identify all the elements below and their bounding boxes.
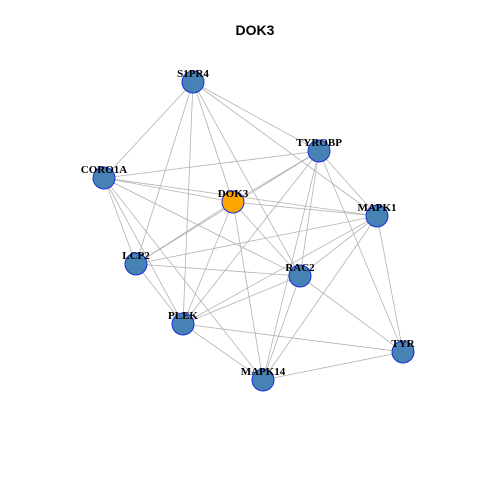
edge-s1pr4-dok3	[192, 81, 234, 203]
edge-dok3-mapk14	[232, 201, 264, 381]
node-label-s1pr4: S1PR4	[177, 68, 209, 80]
edge-mapk1-tyr	[376, 215, 404, 353]
edge-rac2-mapk14	[262, 275, 301, 381]
edge-tyrobp-mapk1	[318, 150, 378, 217]
node-circle-plek	[171, 312, 195, 336]
edge-mapk1-plek	[182, 215, 378, 325]
edge-coro1a-mapk14	[103, 177, 264, 381]
edge-lcp2-plek	[135, 263, 184, 325]
edges-layer	[103, 81, 404, 381]
node-circle-mapk14	[251, 368, 275, 392]
edge-dok3-rac2	[232, 201, 301, 277]
node-label-dok3: DOK3	[218, 188, 249, 200]
edge-tyrobp-tyr	[318, 150, 404, 353]
node-tyrobp: TYROBP	[296, 137, 342, 163]
edge-s1pr4-mapk1	[192, 81, 378, 217]
node-mapk14: MAPK14	[241, 366, 286, 392]
node-label-mapk14: MAPK14	[241, 366, 286, 378]
edge-rac2-tyr	[299, 275, 404, 353]
edge-coro1a-dok3	[103, 177, 234, 203]
edge-s1pr4-lcp2	[135, 81, 194, 265]
edge-s1pr4-rac2	[192, 81, 301, 277]
node-label-rac2: RAC2	[285, 262, 315, 274]
edge-mapk1-lcp2	[135, 215, 378, 265]
edge-lcp2-rac2	[135, 263, 301, 277]
node-label-lcp2: LCP2	[122, 250, 150, 262]
edge-tyrobp-coro1a	[103, 150, 320, 179]
diagram-title: DOK3	[236, 22, 275, 38]
node-circle-tyrobp	[307, 139, 331, 163]
node-circle-tyr	[391, 340, 415, 364]
edge-s1pr4-plek	[182, 81, 194, 325]
edge-mapk1-rac2	[299, 215, 378, 277]
node-lcp2: LCP2	[122, 250, 150, 276]
node-circle-s1pr4	[181, 70, 205, 94]
node-coro1a: CORO1A	[81, 164, 128, 190]
edge-coro1a-lcp2	[103, 177, 137, 265]
node-plek: PLEK	[168, 310, 198, 336]
node-circle-lcp2	[124, 252, 148, 276]
node-rac2: RAC2	[285, 262, 315, 288]
edge-tyrobp-plek	[182, 150, 320, 325]
edge-coro1a-rac2	[103, 177, 301, 277]
node-label-plek: PLEK	[168, 310, 198, 322]
node-tyr: TYR	[391, 338, 416, 364]
edge-dok3-plek	[182, 201, 234, 325]
node-circle-mapk1	[365, 204, 389, 228]
node-label-mapk1: MAPK1	[357, 202, 396, 214]
node-s1pr4: S1PR4	[177, 68, 209, 94]
edge-tyrobp-rac2	[299, 150, 320, 277]
edge-tyr-mapk14	[262, 351, 404, 381]
edge-dok3-mapk1	[232, 201, 378, 217]
edge-mapk1-mapk14	[262, 215, 378, 381]
edge-plek-tyr	[182, 323, 404, 353]
edge-dok3-lcp2	[135, 201, 234, 265]
node-circle-rac2	[288, 264, 312, 288]
node-circle-dok3	[221, 190, 245, 214]
node-dok3: DOK3	[218, 188, 249, 214]
node-label-coro1a: CORO1A	[81, 164, 128, 176]
node-label-tyr: TYR	[391, 338, 415, 350]
edge-s1pr4-coro1a	[103, 81, 194, 179]
node-mapk1: MAPK1	[357, 202, 397, 228]
node-label-tyrobp: TYROBP	[296, 137, 342, 149]
node-circle-coro1a	[92, 166, 116, 190]
edge-rac2-plek	[182, 275, 301, 325]
edge-s1pr4-tyrobp	[192, 81, 320, 152]
edge-plek-mapk14	[182, 323, 264, 381]
edge-coro1a-plek	[103, 177, 184, 325]
